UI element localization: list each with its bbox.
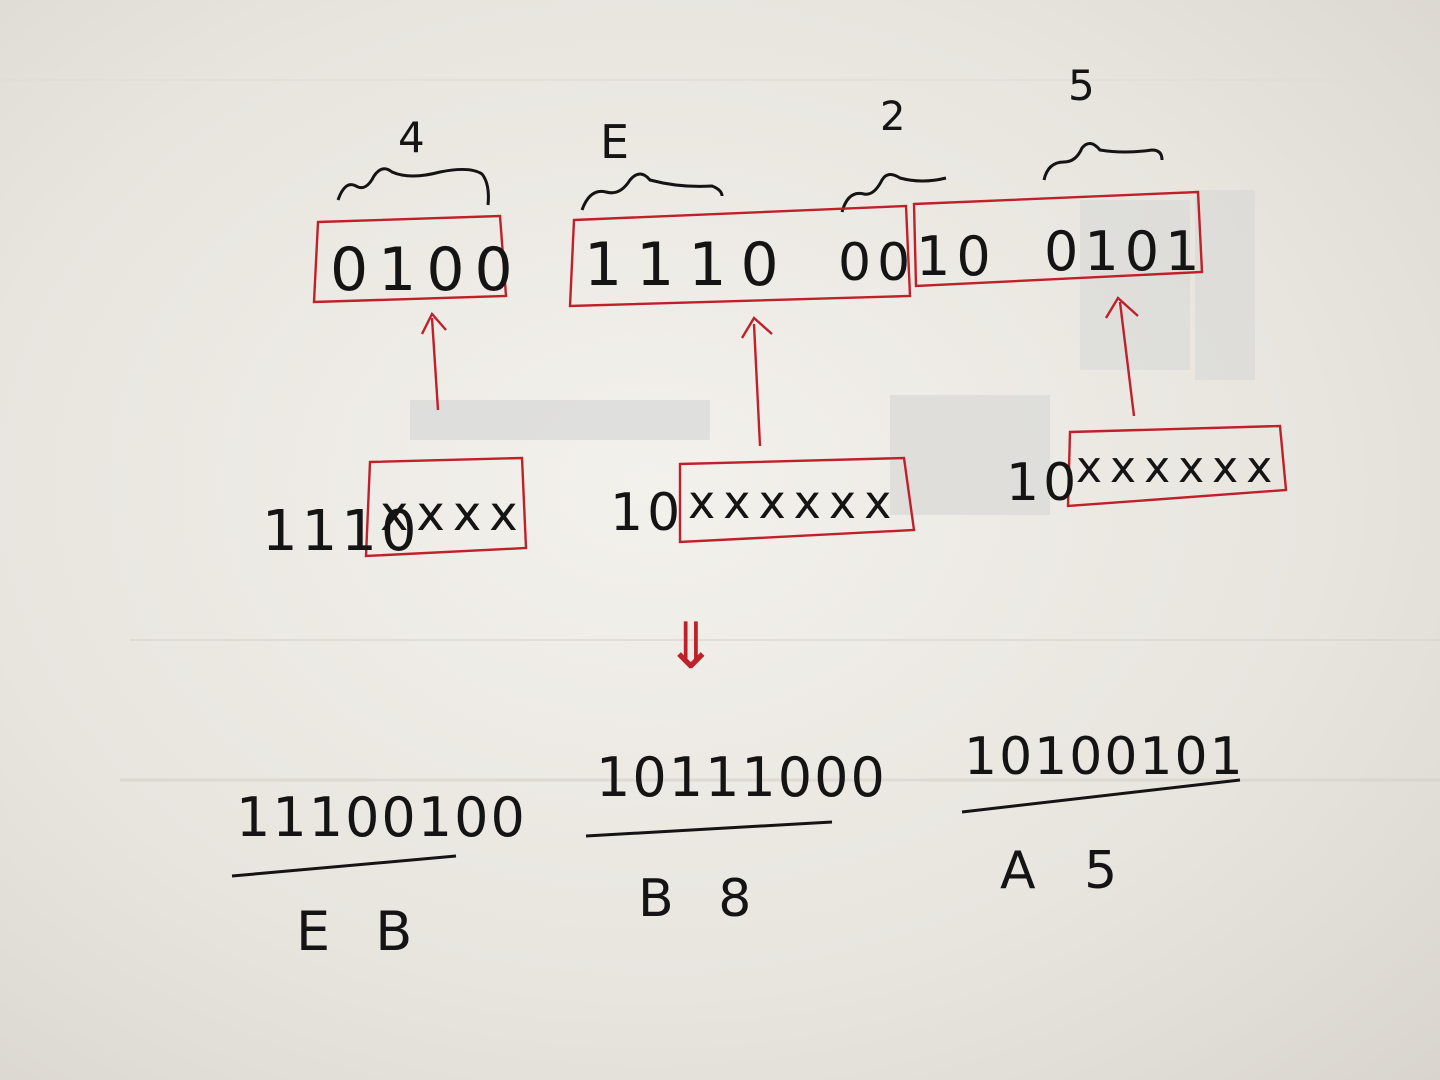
up-arrows (420, 296, 1139, 447)
result-binary-2: 10111000 (596, 746, 887, 809)
template-prefix-1110: 1110 (262, 499, 421, 564)
arrow-3-head (1104, 296, 1139, 319)
label-5: 5 (1068, 61, 1095, 110)
result-underline-2 (585, 820, 833, 838)
box-text-10: 10 (916, 225, 997, 288)
label-brace-5 (1042, 142, 1164, 181)
top-red-boxes (312, 190, 1204, 308)
arrow-1 (430, 317, 440, 411)
arrow-3 (1118, 301, 1136, 417)
box-xxxxxx-1 (678, 456, 916, 544)
result-binary-3: 10100101 (964, 727, 1245, 787)
double-down-arrow: ⇓ (664, 610, 718, 684)
box-10-0101 (912, 190, 1204, 288)
box-1110-00 (568, 204, 912, 308)
box-text-0101: 0101 (1044, 220, 1205, 283)
box-xxxxxx-2 (1066, 424, 1288, 508)
label-brace-e (580, 172, 724, 211)
result-underline-1 (231, 854, 457, 878)
label-brace-2 (840, 173, 947, 213)
result-underline-3 (961, 778, 1241, 814)
result-hex-3: A 5 (1000, 841, 1133, 901)
result-binary-1: 11100100 (236, 786, 527, 849)
arrow-1-head (420, 311, 447, 335)
box-text-0100: 0100 (330, 235, 523, 305)
box-text-1110: 1110 (584, 230, 793, 300)
arrow-2-head (740, 316, 773, 339)
template-payload-xxxx: xxxx (380, 486, 526, 542)
result-hex-1: E B (296, 900, 426, 963)
template-prefix-10-a: 10 (610, 483, 684, 543)
label-4: 4 (398, 113, 425, 162)
box-xxxx (364, 456, 528, 558)
result-hex-2: B 8 (638, 869, 765, 929)
template-payload-xxxxxx-a: xxxxxx (688, 475, 899, 529)
label-e: E (600, 115, 629, 169)
template-red-boxes (364, 424, 1288, 558)
show-through-print (0, 79, 1440, 782)
arrow-2 (752, 323, 762, 447)
box-0100 (312, 214, 508, 304)
label-2: 2 (880, 94, 905, 140)
label-brace-4 (336, 167, 490, 206)
box-text-00: 00 (838, 233, 916, 293)
template-prefix-10-b: 10 (1006, 453, 1080, 513)
template-payload-xxxxxx-b: xxxxxx (1076, 442, 1280, 493)
